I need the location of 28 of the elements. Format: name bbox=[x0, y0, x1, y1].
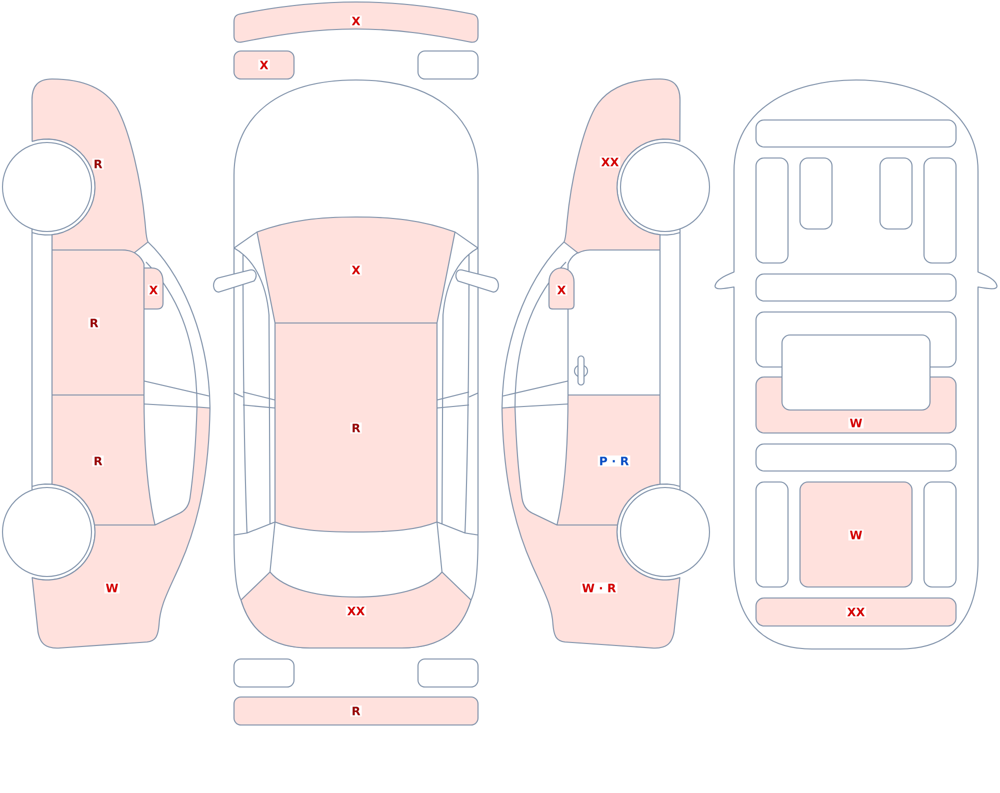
body-panel: X bbox=[256, 216, 456, 324]
part-box: XX bbox=[755, 597, 957, 627]
body-panel: XX bbox=[240, 571, 472, 649]
body-panel: R bbox=[51, 394, 156, 526]
body-panel: R bbox=[51, 249, 145, 396]
part-box bbox=[781, 334, 931, 411]
part-box bbox=[755, 157, 789, 264]
part-box: R bbox=[233, 696, 479, 726]
bumper-panel: X bbox=[233, 1, 479, 43]
part-box bbox=[755, 273, 957, 302]
part-box: W bbox=[799, 481, 913, 588]
mirror-panel: X bbox=[143, 267, 164, 310]
body-panel: P · R bbox=[556, 394, 661, 526]
part-box bbox=[755, 443, 957, 472]
part-box bbox=[755, 481, 789, 588]
part-box bbox=[799, 157, 833, 230]
part-box: X bbox=[233, 50, 295, 80]
part-box bbox=[923, 157, 957, 264]
part-box bbox=[923, 481, 957, 588]
part-box bbox=[417, 50, 479, 80]
body-panel: XX bbox=[563, 78, 681, 254]
part-box bbox=[879, 157, 913, 230]
part-box bbox=[233, 658, 295, 688]
part-box bbox=[417, 658, 479, 688]
body-panel: R bbox=[31, 78, 149, 254]
mirror-panel: X bbox=[548, 267, 575, 310]
part-box bbox=[755, 119, 957, 148]
body-panel: R bbox=[274, 322, 438, 533]
